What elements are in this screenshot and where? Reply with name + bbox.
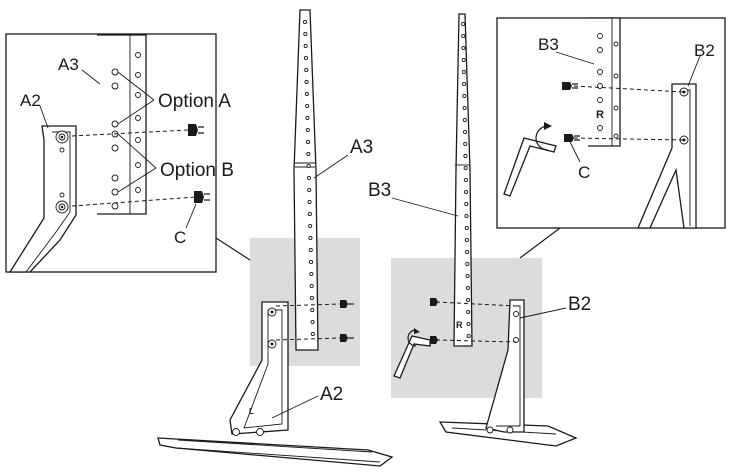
left-bracket-a2: L: [229, 301, 289, 436]
upright-hole: [304, 79, 309, 85]
upright-hole: [462, 105, 467, 111]
left-stand-assembly: L A3 A2: [157, 9, 394, 467]
inset-right-screw-upper: [562, 82, 578, 90]
upright-hole: [303, 31, 308, 37]
inset-bracket-a2: [8, 125, 77, 273]
upright-hole: [307, 187, 312, 193]
left-upright-a3: [293, 9, 319, 351]
upright-hole: [462, 81, 467, 87]
upright-hole: [305, 139, 311, 145]
upright-hole: [307, 211, 312, 217]
upright-hole: [464, 213, 469, 219]
right-screw-lower: [430, 336, 438, 344]
inset-upright-a3: [97, 34, 147, 215]
inset-allen-key: [503, 122, 557, 197]
right-side-mark: R: [456, 320, 463, 330]
inset-screw-lower: [194, 191, 210, 203]
right-stand-assembly: R B3 B2: [368, 13, 591, 447]
upright-hole: [461, 57, 466, 63]
upright-hole: [308, 259, 314, 265]
upright-hole: [304, 67, 309, 73]
inset-right-side-mark: R: [596, 109, 604, 121]
right-inset-panel: R B3 B: [496, 17, 726, 259]
upright-hole: [310, 319, 315, 325]
upright-hole: [465, 297, 471, 303]
upright-hole: [306, 151, 311, 157]
upright-hole: [463, 177, 468, 183]
upright-hole: [309, 283, 314, 289]
upright-hole: [302, 19, 308, 25]
upright-hole: [308, 223, 313, 229]
inset-left-label-a2: A2: [20, 91, 41, 110]
upright-hole: [309, 295, 315, 301]
inset-right-label-b3: B3: [538, 35, 559, 54]
upright-hole: [304, 91, 309, 97]
inset-upright-b3: R: [588, 17, 621, 147]
upright-hole: [463, 153, 468, 159]
right-bracket-b2: [485, 299, 525, 434]
inset-left-label-c: C: [174, 228, 186, 247]
inset-right-label-b2: B2: [694, 41, 715, 60]
upright-hole: [463, 141, 468, 147]
upright-hole: [306, 175, 312, 181]
label-b2-main: B2: [568, 294, 591, 315]
upright-hole: [465, 261, 470, 267]
upright-hole: [308, 235, 313, 241]
upright-hole: [305, 127, 310, 133]
upright-hole: [466, 309, 471, 315]
upright-hole: [466, 321, 471, 327]
upright-hole: [461, 21, 466, 27]
upright-hole: [303, 55, 309, 61]
upright-hole: [461, 69, 466, 75]
upright-hole: [465, 285, 470, 291]
upright-hole: [464, 237, 470, 243]
upright-hole: [462, 129, 468, 135]
upright-hole: [463, 165, 468, 171]
upright-hole: [466, 333, 471, 339]
right-allen-key: [393, 328, 431, 379]
upright-hole: [461, 33, 466, 39]
upright-hole: [310, 331, 315, 337]
inset-left-label-option-a: Option A: [158, 91, 231, 112]
right-upright-b3: R: [453, 13, 473, 347]
upright-hole: [462, 93, 467, 99]
left-screw-lower: [275, 334, 354, 342]
upright-hole: [303, 43, 308, 49]
inset-left-label-a3: A3: [58, 55, 79, 74]
label-a2-main: A2: [320, 384, 343, 405]
upright-hole: [307, 199, 312, 205]
upright-hole: [461, 45, 466, 51]
upright-hole: [310, 307, 315, 313]
upright-hole: [465, 273, 470, 279]
inset-left-label-option-b: Option B: [160, 160, 234, 181]
upright-hole: [308, 247, 313, 253]
upright-hole: [464, 225, 469, 231]
inset-right-screw-lower: [564, 134, 580, 142]
inset-screw-upper: [188, 124, 204, 136]
left-inset-panel: A3 A2 Option A Option B C: [5, 33, 251, 273]
upright-hole: [462, 117, 467, 123]
left-screw-upper: [275, 300, 354, 308]
left-base-foot: [157, 437, 394, 467]
left-side-mark: L: [249, 407, 254, 416]
upright-hole: [305, 115, 310, 121]
upright-hole: [309, 271, 314, 277]
upright-hole: [306, 163, 311, 169]
label-b3-main: B3: [368, 180, 391, 201]
upright-hole: [465, 249, 470, 255]
inset-bracket-b2: [637, 83, 697, 229]
label-a3-main: A3: [350, 137, 373, 158]
upright-hole: [464, 201, 469, 207]
upright-hole: [305, 103, 310, 109]
inset-right-label-c: C: [578, 163, 590, 182]
upright-hole: [464, 189, 469, 195]
right-screw-upper: [430, 298, 438, 306]
